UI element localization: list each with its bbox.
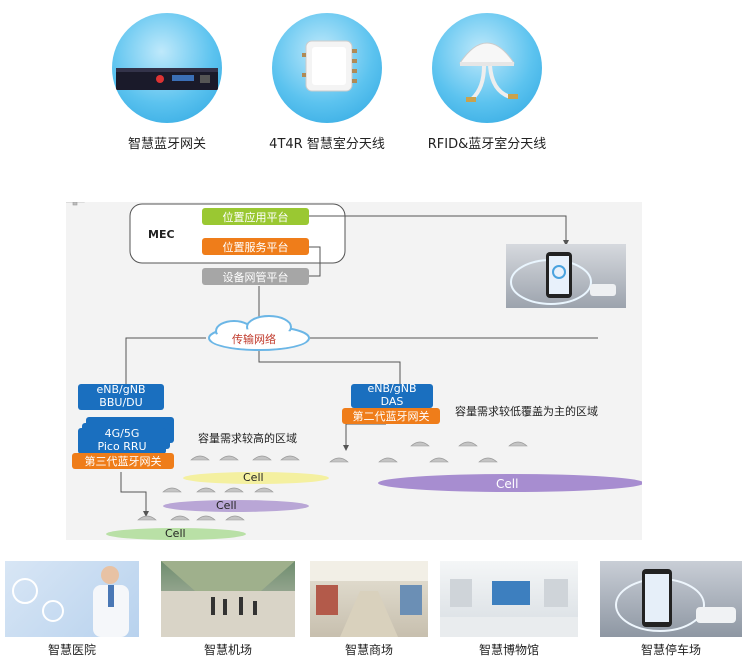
scenario-photo-airport xyxy=(161,561,295,637)
panel-antenna-product-image xyxy=(272,13,382,123)
product-label-ceiling-antenna: RFID&蓝牙室分天线 xyxy=(427,137,547,152)
gateway-gen2-box: 第二代蓝牙网关 xyxy=(342,408,440,424)
cell-label-green: Cell xyxy=(165,527,186,540)
location-service-platform: 位置服务平台 xyxy=(202,238,309,255)
smartphone-icon xyxy=(510,252,616,305)
parking-phone-icon xyxy=(615,569,736,632)
location-app-platform: 位置应用平台 xyxy=(202,208,309,225)
mec-label: MEC xyxy=(148,228,175,241)
cell-ellipse-green xyxy=(106,528,246,540)
gateway-product-image xyxy=(112,13,222,123)
product-label-gateway: 智慧蓝牙网关 xyxy=(127,137,206,152)
bbu-box: eNB/gNB BBU/DU xyxy=(78,384,164,410)
product-label-panel-antenna: 4T4R 智慧室分天线 xyxy=(269,137,385,152)
transport-cloud-icon xyxy=(208,315,310,351)
scenario-photo-museum xyxy=(440,561,578,637)
gateway-gen3-box: 第三代蓝牙网关 xyxy=(72,453,174,469)
das-box: eNB/gNB DAS xyxy=(351,383,433,408)
scenario-photo-parking xyxy=(600,561,742,637)
doctor-icon xyxy=(12,566,129,637)
phone-navigation-photo xyxy=(506,244,626,308)
scenario-label-parking: 智慧停车场 xyxy=(640,643,701,657)
scenario-label-hospital: 智慧医院 xyxy=(47,643,96,657)
scenario-label-museum: 智慧博物馆 xyxy=(478,643,539,657)
museum-icon xyxy=(440,579,578,637)
transport-network-label: 传输网络 xyxy=(232,333,276,346)
cell-ellipse-purple-large xyxy=(378,474,642,492)
scenario-label-airport: 智慧机场 xyxy=(203,643,252,657)
scenario-photo-mall xyxy=(310,561,428,637)
ceiling-antennas-left xyxy=(137,455,300,521)
ceiling-antenna-icon xyxy=(459,42,518,102)
network-diagram: MEC 位置应用平台 位置服务平台 设备网管平台 传输网络 eNB/gNB BB… xyxy=(66,202,642,540)
cell-ellipse-yellow xyxy=(183,472,329,484)
cell-ellipse-purple xyxy=(163,500,309,512)
high-capacity-area-label: 容量需求较高的区域 xyxy=(198,432,297,445)
cell-label-yellow: Cell xyxy=(243,471,264,484)
scenario-label-mall: 智慧商场 xyxy=(344,643,393,657)
device-management-platform: 设备网管平台 xyxy=(202,268,309,285)
cell-label-purple-large: Cell xyxy=(496,477,519,491)
terminal-icon xyxy=(161,561,295,637)
shopping-mall-icon xyxy=(310,561,428,637)
rru-box: 4G/5G Pico RRU xyxy=(78,428,166,454)
ceiling-antennas-right xyxy=(329,441,528,463)
low-capacity-area-label: 容量需求较低覆盖为主的区域 xyxy=(455,405,598,418)
ceiling-antenna-product-image xyxy=(432,13,542,123)
panel-antenna-icon xyxy=(302,40,357,92)
scenario-photo-hospital xyxy=(5,561,139,637)
cell-label-purple: Cell xyxy=(216,499,237,512)
gateway-device-icon xyxy=(116,68,218,90)
